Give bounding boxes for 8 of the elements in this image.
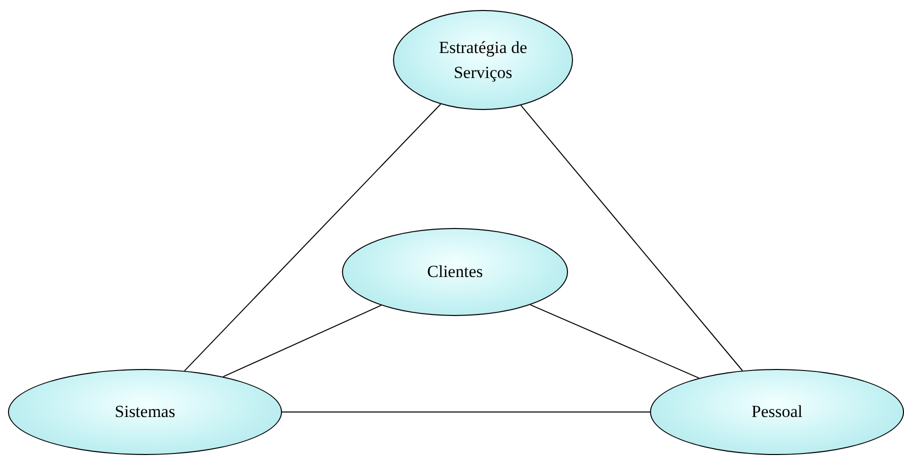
node-label: Estratégia de Serviços [438, 36, 528, 84]
connector-line [184, 104, 442, 372]
node-label: Pessoal [752, 401, 802, 424]
node-label: Sistemas [114, 401, 176, 424]
connector-line [530, 304, 700, 379]
connector-line [222, 304, 382, 378]
connector-line [520, 104, 743, 372]
node-label: Clientes [427, 261, 483, 284]
